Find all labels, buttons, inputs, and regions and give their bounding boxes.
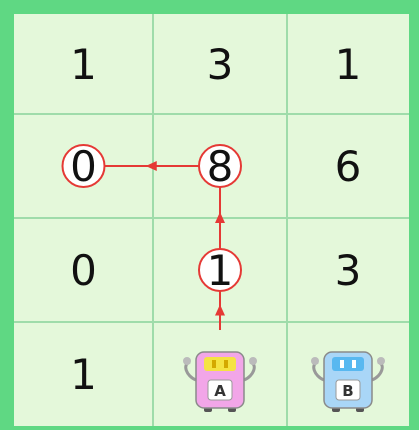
grid-cell: 3 (207, 40, 234, 89)
robot-hand (377, 357, 385, 365)
grid-cell: 1 (70, 40, 97, 89)
robot-hand (249, 357, 257, 365)
robot-eye (212, 360, 216, 368)
cell-value: 1 (70, 350, 97, 399)
cell-value: 0 (70, 142, 97, 191)
cell-value: 1 (207, 246, 234, 295)
robot-eye (352, 360, 356, 368)
cell-value: 0 (70, 246, 97, 295)
robot-eye (340, 360, 344, 368)
robot-eye (224, 360, 228, 368)
cell-value: 1 (335, 40, 362, 89)
robot-hand (311, 357, 319, 365)
grid-cell: 0 (70, 246, 97, 295)
grid-cell: 1 (70, 350, 97, 399)
grid-cell: 6 (335, 142, 362, 191)
cell-value: 8 (207, 142, 234, 191)
cell-value: 3 (335, 246, 362, 295)
cell-value: 3 (207, 40, 234, 89)
robot-hand (183, 357, 191, 365)
cell-value: 6 (335, 142, 362, 191)
grid-cell: 1 (335, 40, 362, 89)
grid-cell: 3 (335, 246, 362, 295)
robot-visor (332, 357, 364, 371)
robot-label: A (214, 382, 226, 400)
robot-label: B (342, 382, 353, 400)
cell-value: 1 (70, 40, 97, 89)
robot-visor (204, 357, 236, 371)
